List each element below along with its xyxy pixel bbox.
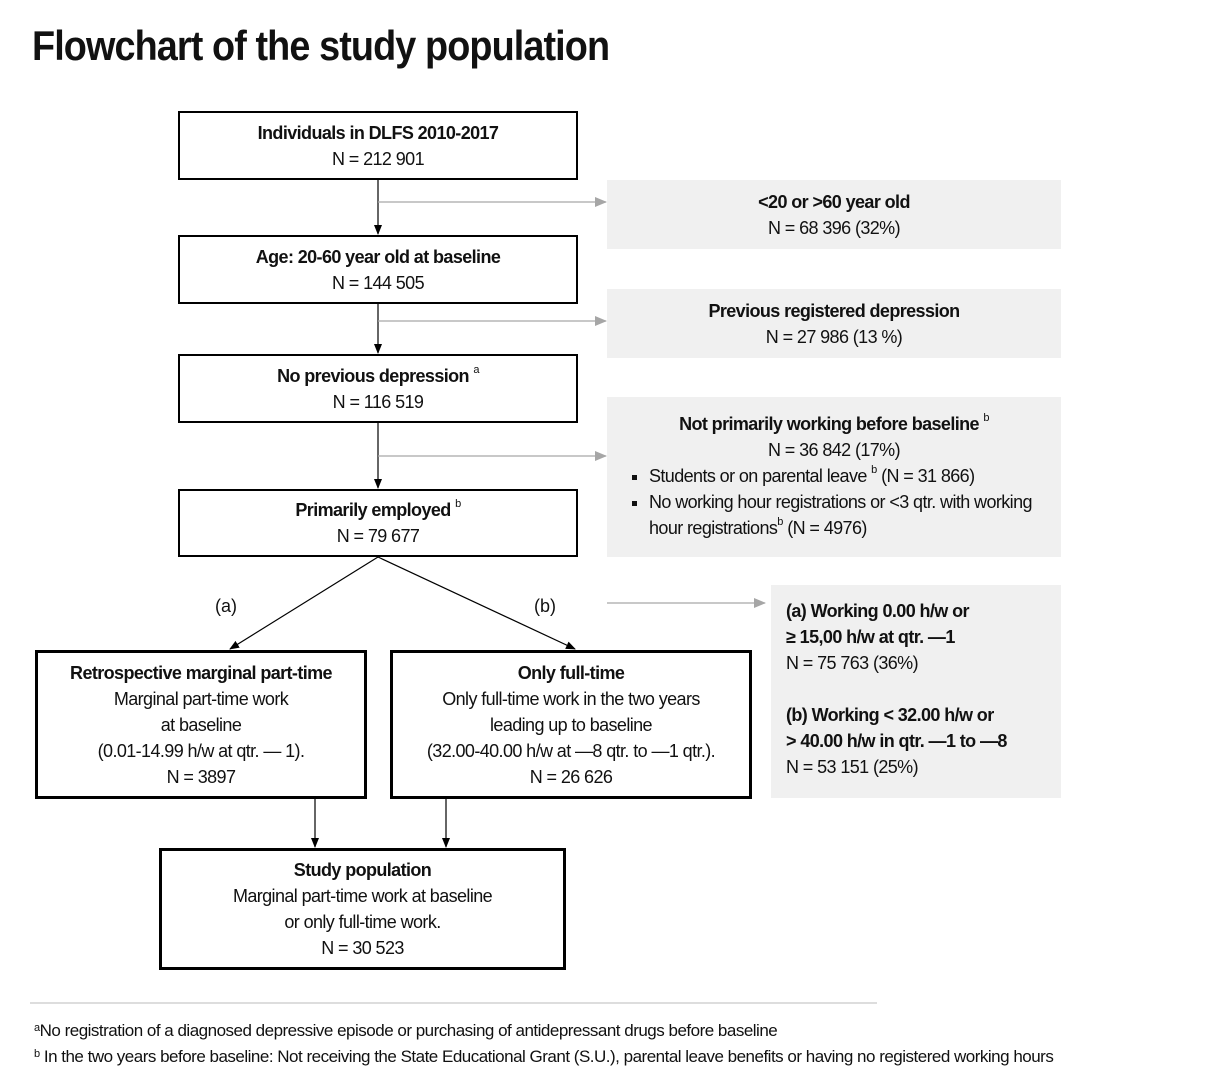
branch-label-a: (a) <box>215 596 237 616</box>
box-fulltime: Only full-time Only full-time work in th… <box>390 650 752 799</box>
exclusion-heading: <20 or >60 year old <box>758 191 910 212</box>
exclusion-heading: > 40.00 h/w in qtr. —1 to —8 <box>786 731 1007 751</box>
footnote-mark: b <box>455 498 461 510</box>
box-heading: Only full-time <box>517 662 625 683</box>
exclusion-count: N = 36 842 (17%) <box>768 440 901 460</box>
footnote-mark: a <box>473 363 479 376</box>
footnote-text: No registration of a diagnosed depressiv… <box>39 1021 778 1040</box>
exclusion-age: <20 or >60 year old N = 68 396 (32%) <box>607 180 1061 249</box>
exclusion-heading: ≥ 15,00 h/w at qtr. —1 <box>786 627 955 647</box>
box-no-depression: No previous depression a N = 116 519 <box>178 354 578 423</box>
bullet-text: Students or on parental leave <box>649 466 867 486</box>
box-count: N = 3897 <box>166 766 236 787</box>
exclusion-working-hours: (a) Working 0.00 h/w or ≥ 15,00 h/w at q… <box>771 585 1061 798</box>
footnote-a: aNo registration of a diagnosed depressi… <box>34 1021 778 1041</box>
box-heading: No previous depression <box>277 365 469 386</box>
footnote-b: b In the two years before baseline: Not … <box>34 1047 1054 1067</box>
arrow-branch-b <box>377 556 576 650</box>
page-title: Flowchart of the study population <box>32 22 610 69</box>
box-count: N = 212 901 <box>332 148 425 169</box>
bullet-text: No working hour registrations or <3 qtr.… <box>649 492 1032 538</box>
branch-label-b: (b) <box>534 596 556 616</box>
box-count: N = 116 519 <box>332 391 424 412</box>
box-line: at baseline <box>160 714 242 735</box>
box-line: leading up to baseline <box>490 714 653 735</box>
box-heading: Study population <box>293 860 432 880</box>
footnote-mark: b <box>983 412 989 424</box>
exclusion-bullet: Students or on parental leave b (N = 31 … <box>649 463 1061 489</box>
footnote-mark: b <box>871 464 877 476</box>
box-heading: Retrospective marginal part-time <box>70 662 332 683</box>
footnote-mark: a <box>34 1022 40 1034</box>
box-line: Only full-time work in the two years <box>442 688 700 709</box>
exclusion-count: N = 53 151 (25%) <box>786 757 919 777</box>
exclusion-heading: (a) Working 0.00 h/w or <box>786 601 970 621</box>
exclusion-heading: Previous registered depression <box>708 300 960 321</box>
footnote-text: In the two years before baseline: Not re… <box>39 1047 1054 1066</box>
box-line: (0.01-14.99 h/w at qtr. — 1). <box>97 740 305 761</box>
exclusion-bullet: No working hour registrations or <3 qtr.… <box>649 489 1061 541</box>
bullet-count: (N = 31 866) <box>876 466 975 486</box>
box-line: Marginal part-time work <box>113 688 289 709</box>
box-count: N = 79 677 <box>336 526 420 546</box>
exclusion-count: N = 68 396 (32%) <box>768 217 901 238</box>
box-count: N = 26 626 <box>529 766 613 787</box>
box-marginal: Retrospective marginal part-time Margina… <box>35 650 367 799</box>
arrow-branch-a <box>229 556 379 650</box>
exclusion-heading: (b) Working < 32.00 h/w or <box>786 705 994 725</box>
exclusion-heading: Not primarily working before baseline <box>679 414 979 434</box>
exclusion-not-working: Not primarily working before baseline b … <box>607 397 1061 557</box>
bullet-count: (N = 4976) <box>782 518 867 538</box>
box-heading: Individuals in DLFS 2010-2017 <box>257 122 499 143</box>
box-dlfs: Individuals in DLFS 2010-2017 N = 212 90… <box>178 111 578 180</box>
box-line: or only full-time work. <box>284 912 441 932</box>
box-study-population: Study population Marginal part-time work… <box>159 848 566 970</box>
box-heading: Primarily employed <box>295 500 451 520</box>
box-age: Age: 20-60 year old at baseline N = 144 … <box>178 235 578 304</box>
footnote-mark: b <box>777 516 783 528</box>
box-employed: Primarily employed b N = 79 677 <box>178 489 578 557</box>
exclusion-count: N = 27 986 (13 %) <box>765 326 903 347</box>
box-line: (32.00-40.00 h/w at —8 qtr. to —1 qtr.). <box>426 740 716 761</box>
box-count: N = 30 523 <box>321 938 404 958</box>
box-line: Marginal part-time work at baseline <box>232 886 493 906</box>
exclusion-count: N = 75 763 (36%) <box>786 653 919 673</box>
exclusion-depression: Previous registered depression N = 27 98… <box>607 289 1061 358</box>
box-count: N = 144 505 <box>332 272 425 293</box>
box-heading: Age: 20-60 year old at baseline <box>255 246 501 267</box>
footnote-mark: b <box>34 1048 40 1060</box>
